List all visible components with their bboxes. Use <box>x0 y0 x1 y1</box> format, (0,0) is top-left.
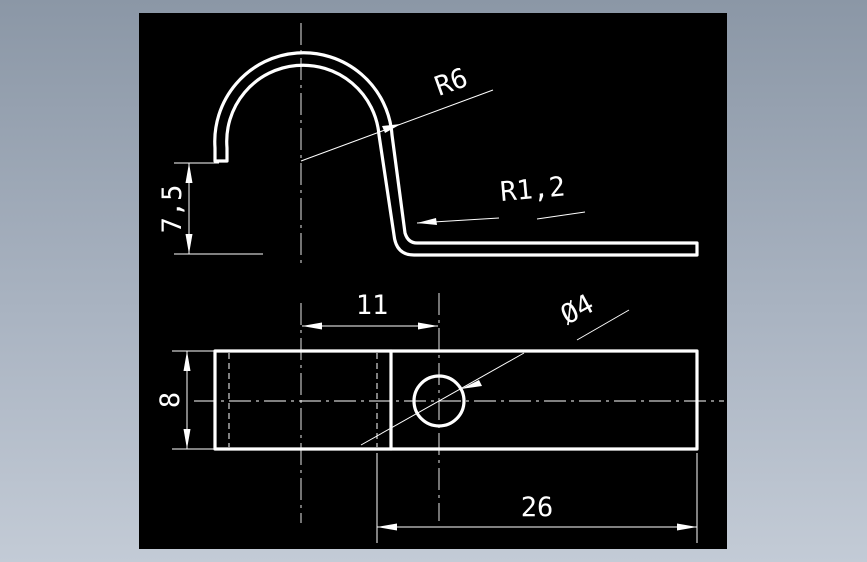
dim26-arrow-right <box>677 523 697 531</box>
side-view: 7,5 R6 R1,2 <box>157 23 699 263</box>
dia-leader <box>360 352 525 446</box>
clip-profile <box>213 51 699 257</box>
height-arrow-bottom <box>185 234 193 254</box>
r12-underline <box>536 211 586 220</box>
dim11-arrow-right <box>418 322 438 330</box>
dim8-label: 8 <box>155 392 186 408</box>
height-arrow-top <box>185 163 193 183</box>
strip-outline <box>213 349 699 451</box>
height-hook-label: 7,5 <box>157 185 188 234</box>
r6-label: R6 <box>431 62 472 102</box>
dim8-arrow-bottom <box>183 429 191 449</box>
top-view: 11 8 Ø4 26 <box>155 289 724 543</box>
dia-underline <box>576 309 630 341</box>
dim11-arrow-left <box>302 322 322 330</box>
dia-label: Ø4 <box>556 289 599 332</box>
dim8-arrow-top <box>183 351 191 371</box>
r6-arrow <box>382 124 401 133</box>
r12-label: R1,2 <box>499 171 566 208</box>
dim26-label: 26 <box>521 492 554 523</box>
r12-arrow <box>417 218 437 225</box>
dia-arrow <box>461 380 482 389</box>
dim11-label: 11 <box>356 290 389 321</box>
dim26-arrow-left <box>377 523 397 531</box>
cad-drawing-canvas: 7,5 R6 R1,2 11 8 <box>139 13 727 549</box>
